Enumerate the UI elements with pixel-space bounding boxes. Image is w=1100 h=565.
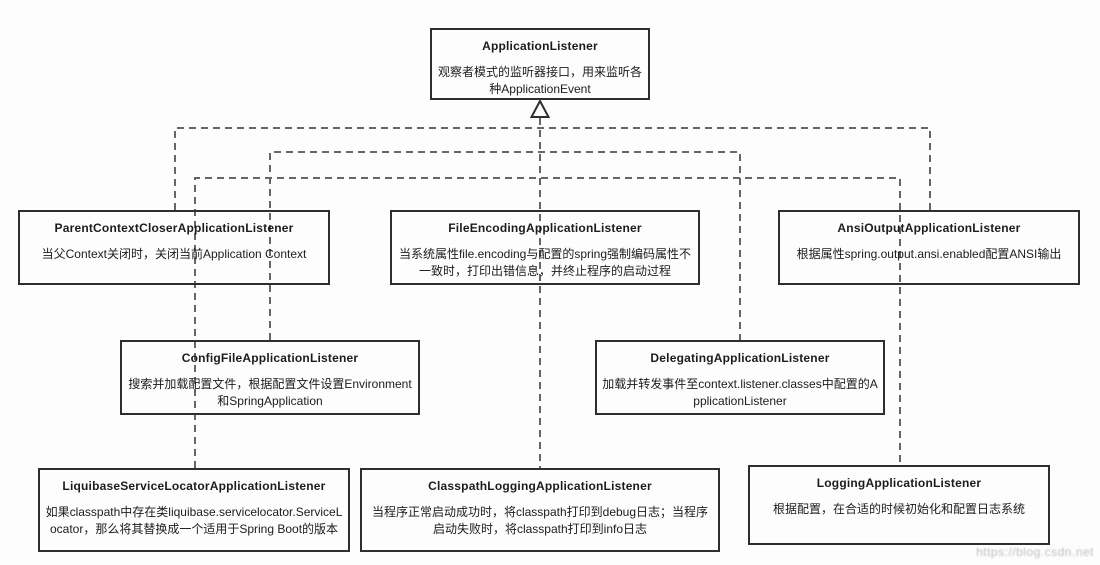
- node-title: DelegatingApplicationListener: [650, 351, 830, 365]
- node-description: 加载并转发事件至context.listener.classes中配置的Appl…: [602, 376, 878, 408]
- node-title: ConfigFileApplicationListener: [181, 351, 359, 365]
- node-description: 如果classpath中存在类liquibase.servicelocator.…: [45, 504, 343, 536]
- node-title: ParentContextCloserApplicationListener: [54, 221, 294, 235]
- node-description: 观察者模式的监听器接口，用来监听各种ApplicationEvent: [437, 64, 642, 96]
- node-parent-context-closer-application-listener: ParentContextCloserApplicationListener 当…: [18, 210, 330, 285]
- hollow-triangle-up-icon: [529, 98, 551, 118]
- node-description: 当程序正常启动成功时，将classpath打印到debug日志；当程序启动失败时…: [371, 504, 709, 536]
- node-description: 搜索并加载配置文件，根据配置文件设置Environment和SpringAppl…: [128, 376, 412, 408]
- node-title: LoggingApplicationListener: [816, 476, 982, 490]
- csdn-watermark: https://blog.csdn.net: [976, 545, 1094, 559]
- connector-bus-row1: [174, 127, 931, 210]
- node-description: 根据配置，在合适的时候初始化和配置日志系统: [772, 501, 1025, 516]
- node-logging-application-listener: LoggingApplicationListener 根据配置，在合适的时候初始…: [748, 465, 1050, 545]
- node-liquibase-service-locator-application-listener: LiquibaseServiceLocatorApplicationListen…: [38, 468, 350, 552]
- node-file-encoding-application-listener: FileEncodingApplicationListener 当系统属性fil…: [390, 210, 700, 285]
- node-application-listener: ApplicationListener 观察者模式的监听器接口，用来监听各种Ap…: [430, 28, 650, 100]
- connector-bus-row3: [194, 177, 901, 468]
- node-classpath-logging-application-listener: ClasspathLoggingApplicationListener 当程序正…: [360, 468, 720, 552]
- node-title: LiquibaseServiceLocatorApplicationListen…: [62, 479, 326, 493]
- node-title: AnsiOutputApplicationListener: [837, 221, 1021, 235]
- node-description: 根据属性spring.output.ansi.enabled配置ANSI输出: [796, 246, 1062, 261]
- node-description: 当父Context关闭时，关闭当前Application Context: [41, 246, 307, 261]
- node-config-file-application-listener: ConfigFileApplicationListener 搜索并加载配置文件，…: [120, 340, 420, 415]
- node-description: 当系统属性file.encoding与配置的spring强制编码属性不一致时，打…: [398, 246, 692, 278]
- node-delegating-application-listener: DelegatingApplicationListener 加载并转发事件至co…: [595, 340, 885, 415]
- node-title: FileEncodingApplicationListener: [448, 221, 642, 235]
- node-title: ApplicationListener: [482, 39, 598, 53]
- connector-bus-row2: [269, 151, 741, 340]
- node-ansi-output-application-listener: AnsiOutputApplicationListener 根据属性spring…: [778, 210, 1080, 285]
- node-title: ClasspathLoggingApplicationListener: [428, 479, 652, 493]
